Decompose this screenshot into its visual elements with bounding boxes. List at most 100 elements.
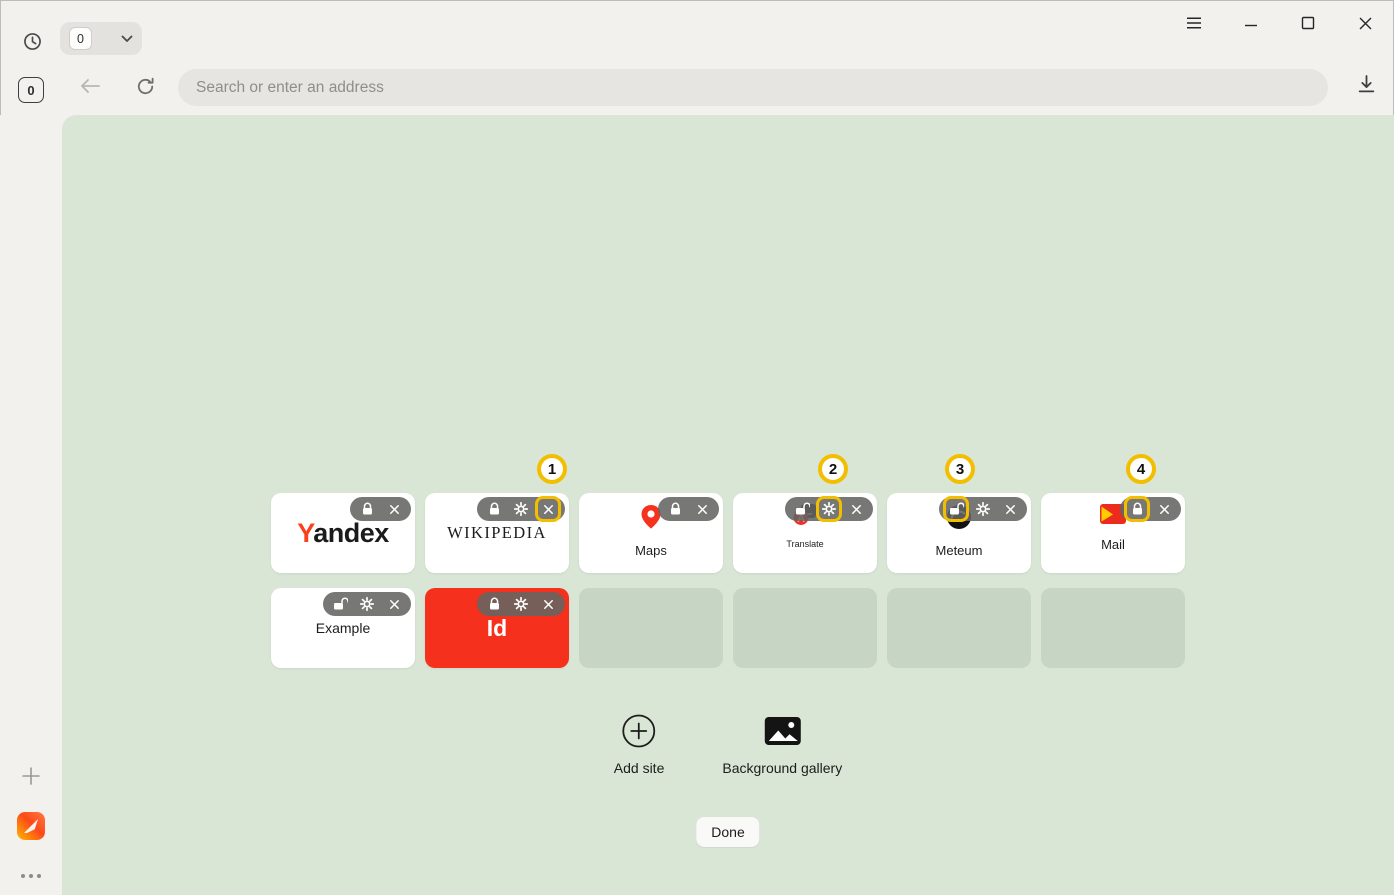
address-bar[interactable]	[178, 69, 1328, 106]
lock-icon	[1132, 502, 1142, 515]
close-icon	[851, 504, 861, 514]
ellipsis-icon	[21, 874, 25, 878]
tile-maps[interactable]: Maps	[579, 493, 723, 573]
tile-controls	[323, 592, 411, 616]
tile-mail[interactable]: Mail 4	[1041, 454, 1185, 573]
empty-tile-slot	[1041, 588, 1185, 668]
close-icon	[543, 504, 553, 514]
minimize-icon	[1244, 16, 1258, 30]
sidebar	[0, 115, 62, 895]
tile-label: Id	[486, 614, 508, 641]
tile-controls	[477, 592, 565, 616]
toolbar: 0	[0, 62, 1394, 115]
unlock-button[interactable]	[331, 595, 349, 613]
callout-1: 1	[537, 454, 567, 484]
remove-button[interactable]	[1155, 500, 1173, 518]
gear-icon	[976, 502, 990, 516]
close-icon	[1358, 16, 1373, 31]
address-input[interactable]	[196, 78, 1310, 97]
hamburger-icon	[1186, 16, 1202, 30]
minimize-button[interactable]	[1242, 14, 1260, 32]
add-site-icon	[621, 712, 657, 749]
unlock-icon	[795, 502, 810, 515]
yandex-browser-logo-button[interactable]	[17, 812, 45, 840]
download-icon	[1357, 75, 1376, 98]
lock-button[interactable]	[666, 500, 684, 518]
remove-button[interactable]	[385, 500, 403, 518]
tile-wikipedia[interactable]: WIKIPEDIA 1	[425, 454, 569, 573]
lock-button[interactable]	[485, 500, 503, 518]
gear-icon	[514, 597, 528, 611]
arrow-left-icon	[79, 79, 101, 98]
maximize-icon	[1301, 16, 1315, 30]
tile-label: Meteum	[935, 543, 983, 558]
tile-label: Maps	[635, 543, 667, 558]
lock-icon	[489, 597, 499, 610]
menu-button[interactable]	[1185, 14, 1203, 32]
tile-controls	[939, 496, 1027, 522]
settings-button[interactable]	[358, 595, 376, 613]
tile-example[interactable]: Example	[271, 588, 415, 668]
tile-label: Example	[315, 620, 371, 636]
lock-button[interactable]	[358, 500, 376, 518]
sidebar-add-button[interactable]	[20, 765, 42, 792]
lock-icon	[489, 502, 499, 515]
chevron-down-icon[interactable]	[121, 35, 133, 43]
tile-translate[interactable]: A Translate 2	[733, 454, 877, 573]
callout-4: 4	[1126, 454, 1156, 484]
tile-meteum[interactable]: Meteum 3	[887, 454, 1031, 573]
remove-button[interactable]	[535, 496, 561, 522]
plus-icon	[20, 767, 42, 791]
lock-button[interactable]	[485, 595, 503, 613]
tab-counter-button[interactable]: 0	[18, 77, 44, 103]
settings-button[interactable]	[974, 500, 992, 518]
downloads-button[interactable]	[1357, 75, 1376, 99]
grid-actions: Add site Background gallery	[614, 712, 842, 776]
maps-pin-icon	[640, 504, 662, 530]
callout-3: 3	[945, 454, 975, 484]
settings-button[interactable]	[512, 595, 530, 613]
wikipedia-logo: WIKIPEDIA	[447, 523, 547, 542]
remove-button[interactable]	[539, 595, 557, 613]
history-button[interactable]	[21, 30, 43, 52]
lock-icon	[670, 502, 680, 515]
gear-icon	[822, 502, 836, 516]
settings-button[interactable]	[816, 496, 842, 522]
close-window-button[interactable]	[1356, 14, 1374, 32]
gear-icon	[514, 502, 528, 516]
close-icon	[1159, 504, 1169, 514]
add-site-button[interactable]: Add site	[613, 712, 665, 776]
lock-button[interactable]	[1124, 496, 1150, 522]
sidebar-more-button[interactable]	[21, 874, 41, 878]
tile-controls	[658, 497, 719, 521]
tile-yandex[interactable]: Yandex	[271, 493, 415, 573]
back-button[interactable]	[79, 78, 101, 99]
close-icon	[389, 599, 399, 609]
remove-button[interactable]	[1001, 500, 1019, 518]
window-controls	[1185, 14, 1374, 32]
gear-icon	[360, 597, 374, 611]
done-button[interactable]: Done	[696, 817, 760, 847]
yandex-logo: Yandex	[297, 517, 389, 548]
clock-icon	[22, 31, 43, 52]
background-gallery-button[interactable]: Background gallery	[722, 712, 842, 776]
remove-button[interactable]	[693, 500, 711, 518]
speed-dial-page: Yandex WIKIPEDIA 1	[62, 115, 1394, 895]
close-icon	[389, 504, 399, 514]
browser-tab[interactable]: 0	[60, 22, 142, 55]
maximize-button[interactable]	[1299, 14, 1317, 32]
unlock-button[interactable]	[793, 500, 811, 518]
tile-id[interactable]: Id	[425, 588, 569, 668]
callout-2: 2	[818, 454, 848, 484]
tile-controls	[785, 496, 873, 522]
remove-button[interactable]	[385, 595, 403, 613]
unlock-button[interactable]	[943, 496, 969, 522]
tile-controls	[477, 496, 565, 522]
remove-button[interactable]	[847, 500, 865, 518]
reload-button[interactable]	[135, 76, 156, 102]
add-site-label: Add site	[613, 760, 665, 776]
settings-button[interactable]	[512, 500, 530, 518]
unlock-icon	[949, 502, 964, 515]
close-icon	[697, 504, 707, 514]
